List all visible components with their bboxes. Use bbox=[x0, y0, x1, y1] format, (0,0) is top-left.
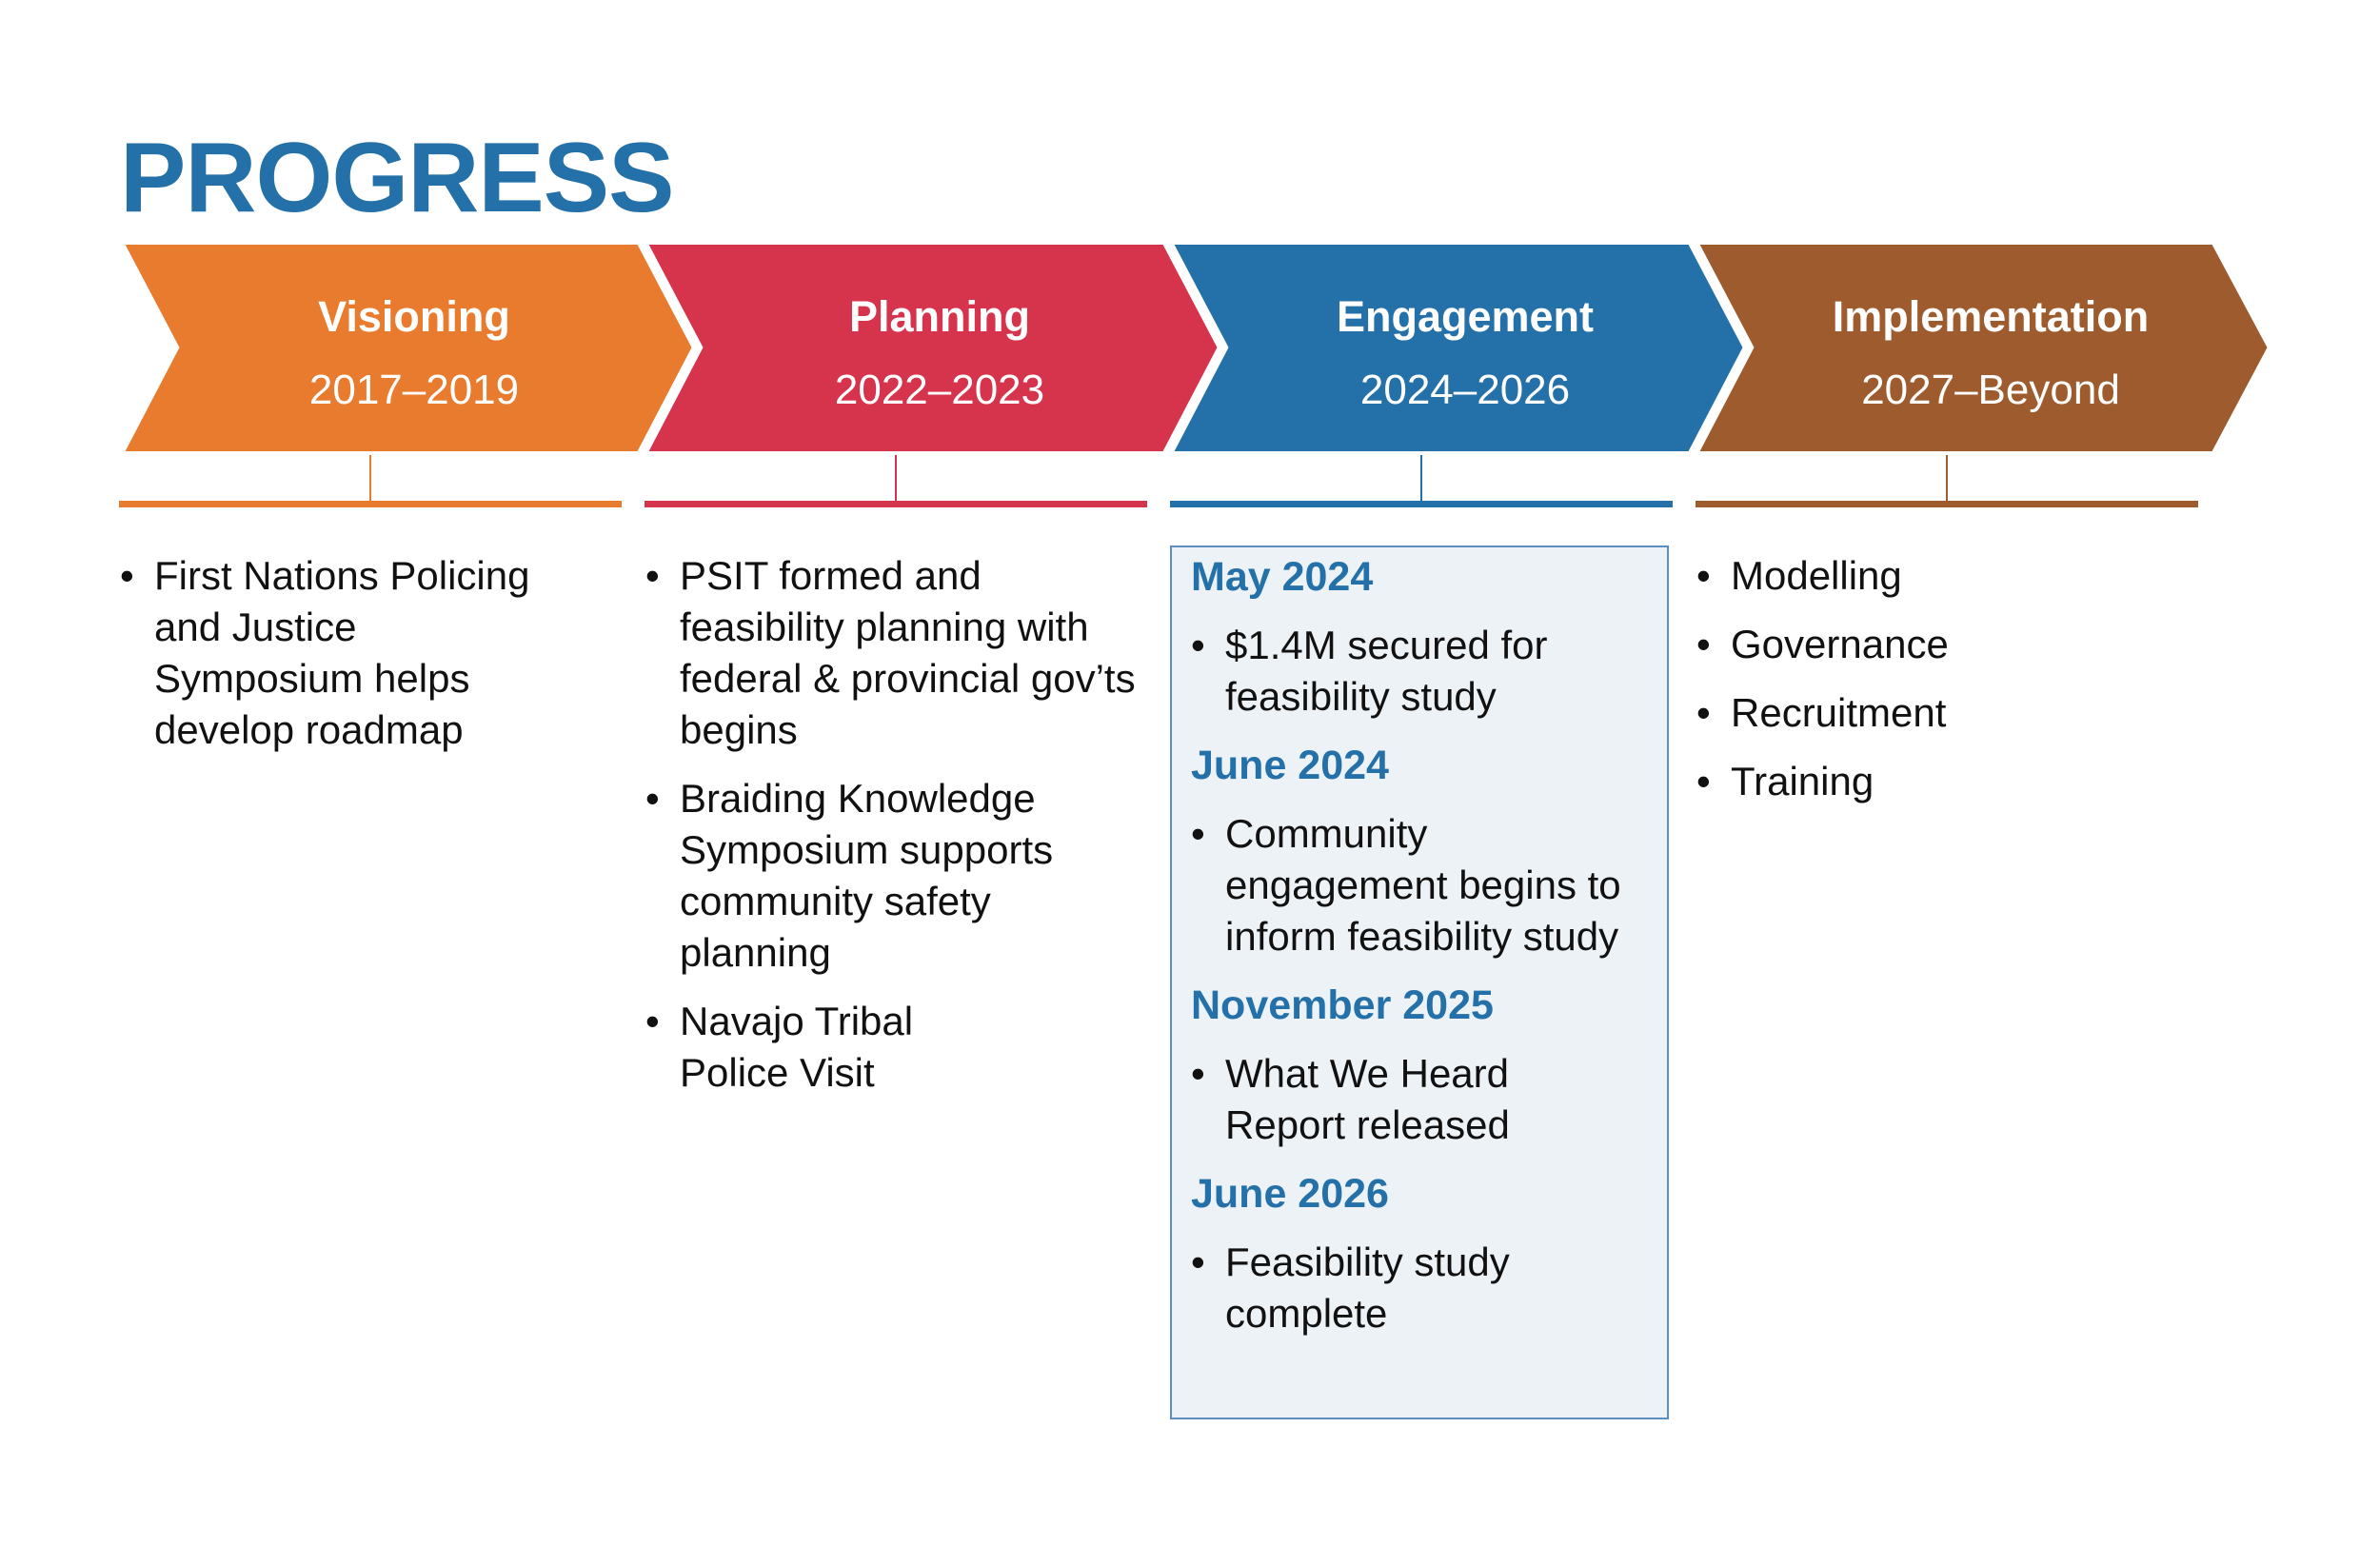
divider-implementation bbox=[1696, 501, 2198, 507]
list-item: •Community engagement begins to inform f… bbox=[1191, 808, 1657, 962]
connector-engagement bbox=[1420, 455, 1422, 503]
chevron-implementation bbox=[1687, 237, 2276, 459]
milestone-date: June 2026 bbox=[1191, 1171, 1389, 1217]
phase-years: 2024–2026 bbox=[1359, 367, 1571, 413]
phase-years: 2022–2023 bbox=[834, 367, 1045, 413]
bullet-icon: • bbox=[1696, 759, 1711, 803]
bullet-icon: • bbox=[1191, 1051, 1205, 1096]
bullet-icon: • bbox=[1696, 553, 1711, 598]
phase-name: Engagement bbox=[1336, 292, 1595, 341]
list-item: •Governance bbox=[1696, 619, 2192, 670]
list-item: •Navajo Tribal Police Visit bbox=[645, 996, 994, 1099]
phase-engagement: Engagement 2024–2026 bbox=[1199, 241, 1732, 455]
list-item: •PSIT formed and feasibility planning wi… bbox=[645, 550, 1140, 756]
bullet-icon: • bbox=[645, 776, 660, 821]
connector-implementation bbox=[1946, 455, 1948, 503]
phase-name: Implementation bbox=[1832, 292, 2150, 341]
milestone-date: November 2025 bbox=[1191, 982, 1494, 1028]
visioning-list: •First Nations Policing and Justice Symp… bbox=[120, 550, 567, 773]
bullet-icon: • bbox=[645, 553, 660, 598]
list-item: •What We Heard Report released bbox=[1191, 1048, 1606, 1151]
phase-years: 2017–2019 bbox=[308, 367, 520, 413]
phase-name: Planning bbox=[849, 292, 1030, 341]
divider-engagement bbox=[1170, 501, 1673, 507]
bullet-icon: • bbox=[1191, 623, 1205, 667]
milestone-date: May 2024 bbox=[1191, 554, 1374, 600]
list-item: •Recruitment bbox=[1696, 687, 2192, 739]
bullet-icon: • bbox=[1191, 811, 1205, 856]
connector-planning bbox=[895, 455, 897, 503]
phase-planning: Planning 2022–2023 bbox=[673, 241, 1206, 455]
phase-implementation: Implementation 2027–Beyond bbox=[1724, 241, 2257, 455]
bullet-icon: • bbox=[1191, 1240, 1205, 1284]
page-title: PROGRESS bbox=[120, 123, 674, 233]
connector-visioning bbox=[369, 455, 371, 503]
divider-planning bbox=[645, 501, 1147, 507]
list-item: •Training bbox=[1696, 756, 2192, 807]
milestone-date: June 2024 bbox=[1191, 743, 1389, 788]
list-item: •Modelling bbox=[1696, 550, 2192, 602]
list-item: •Feasibility study complete bbox=[1191, 1237, 1606, 1339]
phase-years: 2027–Beyond bbox=[1861, 367, 2120, 413]
bullet-icon: • bbox=[645, 999, 660, 1043]
phase-chevrons bbox=[112, 237, 2276, 459]
phase-name: Visioning bbox=[318, 292, 510, 341]
bullet-icon: • bbox=[1696, 622, 1711, 666]
implementation-list: •Modelling •Governance •Recruitment •Tra… bbox=[1696, 550, 2192, 824]
phase-visioning: Visioning 2017–2019 bbox=[148, 241, 681, 455]
list-item: •First Nations Policing and Justice Symp… bbox=[120, 550, 567, 756]
bullet-icon: • bbox=[120, 553, 134, 598]
divider-visioning bbox=[119, 501, 622, 507]
bullet-icon: • bbox=[1696, 690, 1711, 735]
planning-list: •PSIT formed and feasibility planning wi… bbox=[645, 550, 1140, 1116]
list-item: •$1.4M secured for feasibility study bbox=[1191, 620, 1657, 723]
engagement-milestones-box: May 2024 •$1.4M secured for feasibility … bbox=[1170, 545, 1669, 1419]
list-item: •Braiding Knowledge Symposium supports c… bbox=[645, 773, 1140, 979]
